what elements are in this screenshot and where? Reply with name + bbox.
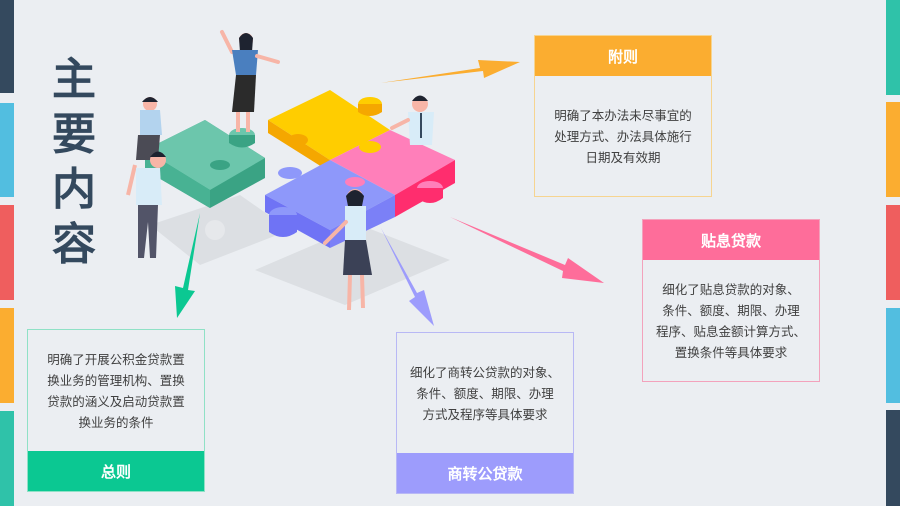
card-fuze-body: 明确了本办法未尽事宜的 处理方式、办法具体施行 日期及有效期 — [535, 76, 711, 196]
left-bar-red — [0, 205, 14, 300]
yellow-puzzle-piece-icon — [268, 90, 390, 172]
card-fuze-line: 明确了本办法未尽事宜的 — [554, 107, 692, 123]
person-tie-right-icon — [390, 95, 434, 145]
card-tiexi-line: 程序、贴息金额计算方式、 — [655, 323, 806, 339]
left-bar-teal — [0, 411, 14, 506]
card-zongze: 明确了开展公积金贷款置 换业务的管理机构、置换 贷款的涵义及启动贷款置 换业务的… — [27, 329, 205, 492]
card-tiexi-body: 细化了贴息贷款的对象、 条件、额度、期限、办理 程序、贴息金额计算方式、 置换条… — [643, 260, 819, 381]
left-bar-orange — [0, 308, 14, 403]
right-bar-dark — [886, 410, 900, 506]
card-tiexi-line: 条件、额度、期限、办理 — [662, 302, 800, 318]
right-bar-red — [886, 205, 900, 300]
person-left-front-icon — [136, 151, 166, 258]
pink-puzzle-piece-icon — [330, 130, 455, 217]
card-fuze-line: 日期及有效期 — [585, 149, 661, 165]
card-zongze-body: 明确了开展公积金贷款置 换业务的管理机构、置换 贷款的涵义及启动贷款置 换业务的… — [28, 330, 204, 451]
card-shangzhuan-line: 细化了商转公贷款的对象、 — [409, 364, 560, 380]
card-tiexi-line: 置换条件等具体要求 — [674, 344, 788, 360]
card-shangzhuan-body: 细化了商转公贷款的对象、 条件、额度、期限、办理 方式及程序等具体要求 — [397, 333, 573, 453]
card-shangzhuan-heading: 商转公贷款 — [397, 453, 573, 493]
card-fuze-line: 处理方式、办法具体施行 — [554, 128, 692, 144]
card-zongze-heading: 总则 — [28, 451, 204, 491]
card-tiexi-heading: 贴息贷款 — [643, 220, 819, 260]
card-fuze-heading: 附则 — [535, 36, 711, 76]
card-zongze-line: 换业务的条件 — [78, 414, 154, 430]
title-char: 容 — [52, 219, 96, 270]
arrow-to-zongze-icon — [175, 213, 200, 318]
title-char: 主 — [52, 54, 96, 105]
card-zongze-line: 换业务的管理机构、置换 — [47, 372, 185, 388]
right-bar-teal — [886, 0, 900, 95]
right-bar-blue — [886, 308, 900, 403]
right-bar-orange — [886, 102, 900, 197]
page-title: 主 要 内 容 — [46, 52, 102, 272]
card-shangzhuan-line: 方式及程序等具体要求 — [422, 406, 548, 422]
arrow-to-fuze-icon — [380, 60, 520, 83]
card-tiexi-line: 细化了贴息贷款的对象、 — [662, 281, 800, 297]
card-shangzhuan: 细化了商转公贷款的对象、 条件、额度、期限、办理 方式及程序等具体要求 商转公贷… — [396, 332, 574, 494]
left-bar-blue — [0, 103, 14, 197]
person-front-center-icon — [323, 189, 372, 311]
title-char: 内 — [52, 164, 96, 215]
left-bar-dark — [0, 0, 14, 93]
title-char: 要 — [52, 109, 96, 160]
card-shangzhuan-line: 条件、额度、期限、办理 — [416, 385, 554, 401]
card-zongze-line: 贷款的涵义及启动贷款置 — [47, 393, 185, 409]
card-zongze-line: 明确了开展公积金贷款置 — [47, 351, 185, 367]
person-standing-top-icon — [220, 30, 280, 132]
card-fuze: 附则 明确了本办法未尽事宜的 处理方式、办法具体施行 日期及有效期 — [534, 35, 712, 197]
card-tiexi: 贴息贷款 细化了贴息贷款的对象、 条件、额度、期限、办理 程序、贴息金额计算方式… — [642, 219, 820, 382]
arrow-to-shangzhuan-icon — [381, 228, 434, 326]
arrow-to-tiexi-icon — [450, 217, 604, 283]
